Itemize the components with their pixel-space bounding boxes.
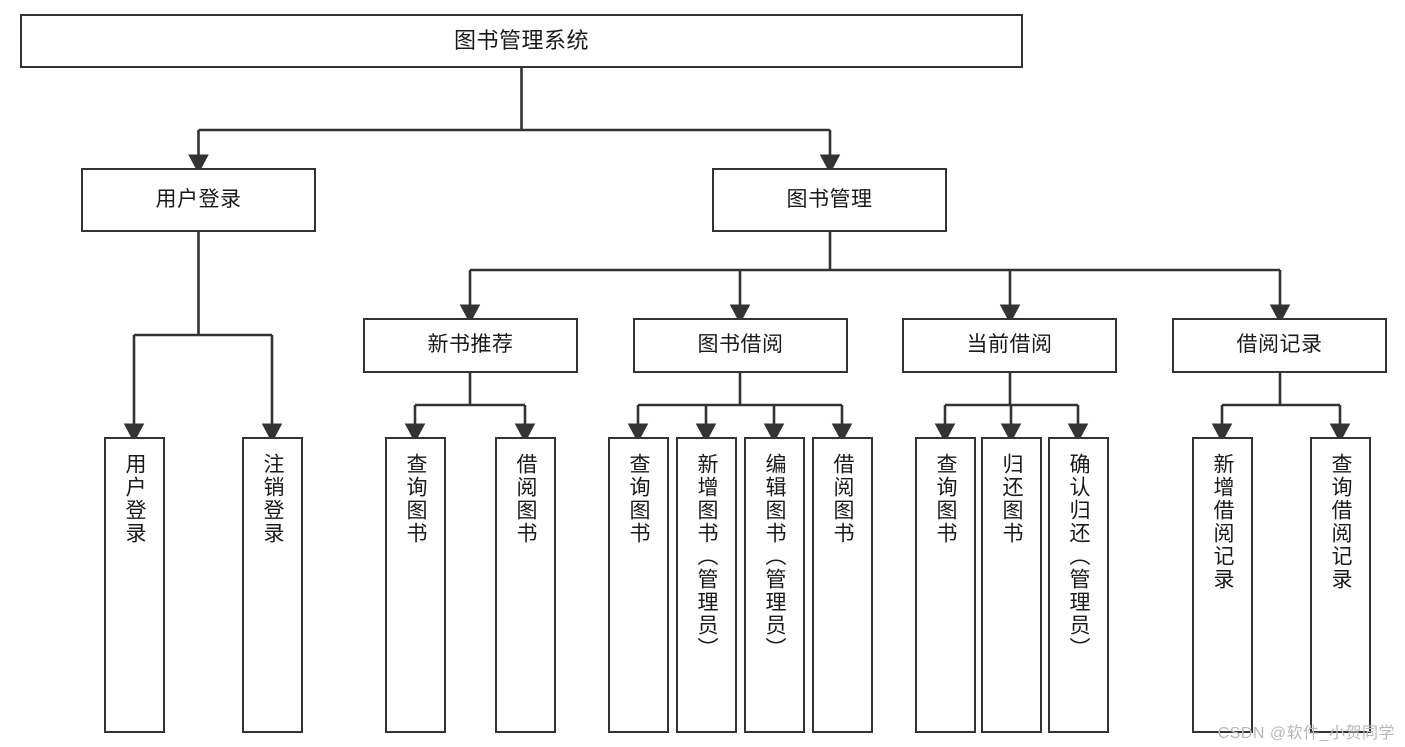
node-leaf-return-book[interactable]: 归还图书: [981, 437, 1042, 733]
node-label: 图书管理: [786, 187, 873, 211]
node-label: 借阅图书: [831, 453, 854, 545]
node-leaf-query-book-borrow[interactable]: 查询图书: [608, 437, 669, 733]
node-label: 新增图书（管理员）: [695, 453, 718, 660]
node-label: 编辑图书（管理员）: [763, 453, 786, 660]
node-label: 查询图书: [934, 453, 957, 545]
node-leaf-query-book-current[interactable]: 查询图书: [915, 437, 976, 733]
node-label: 用户登录: [123, 453, 146, 545]
node-leaf-add-borrow-record[interactable]: 新增借阅记录: [1192, 437, 1253, 733]
node-leaf-borrow-book[interactable]: 借阅图书: [812, 437, 873, 733]
node-label: 查询借阅记录: [1329, 453, 1352, 591]
node-book-borrow[interactable]: 图书借阅: [633, 318, 848, 373]
node-label: 借阅记录: [1236, 333, 1323, 357]
node-label: 当前借阅: [966, 333, 1053, 357]
node-leaf-user-login[interactable]: 用户登录: [104, 437, 165, 733]
node-label: 查询图书: [404, 453, 427, 545]
node-leaf-add-book-admin[interactable]: 新增图书（管理员）: [676, 437, 737, 733]
node-label: 新书推荐: [427, 333, 514, 357]
node-book-management[interactable]: 图书管理: [712, 168, 947, 232]
node-user-login[interactable]: 用户登录: [81, 168, 316, 232]
node-leaf-query-borrow-record[interactable]: 查询借阅记录: [1310, 437, 1371, 733]
node-label: 确认归还（管理员）: [1067, 453, 1090, 660]
node-leaf-logout[interactable]: 注销登录: [242, 437, 303, 733]
node-label: 新增借阅记录: [1211, 453, 1234, 591]
node-label: 归还图书: [1000, 453, 1023, 545]
node-label: 图书管理系统: [453, 28, 589, 54]
node-label: 查询图书: [627, 453, 650, 545]
node-root-book-management-system[interactable]: 图书管理系统: [20, 14, 1023, 68]
node-current-borrow[interactable]: 当前借阅: [902, 318, 1117, 373]
node-borrow-record[interactable]: 借阅记录: [1172, 318, 1387, 373]
node-label: 图书借阅: [697, 333, 784, 357]
node-leaf-borrow-book-recommend[interactable]: 借阅图书: [495, 437, 556, 733]
node-leaf-edit-book-admin[interactable]: 编辑图书（管理员）: [744, 437, 805, 733]
node-leaf-confirm-return-admin[interactable]: 确认归还（管理员）: [1048, 437, 1109, 733]
node-label: 用户登录: [155, 187, 242, 211]
node-new-book-recommend[interactable]: 新书推荐: [363, 318, 578, 373]
node-label: 注销登录: [261, 453, 284, 545]
node-label: 借阅图书: [514, 453, 537, 545]
node-leaf-query-book-recommend[interactable]: 查询图书: [385, 437, 446, 733]
